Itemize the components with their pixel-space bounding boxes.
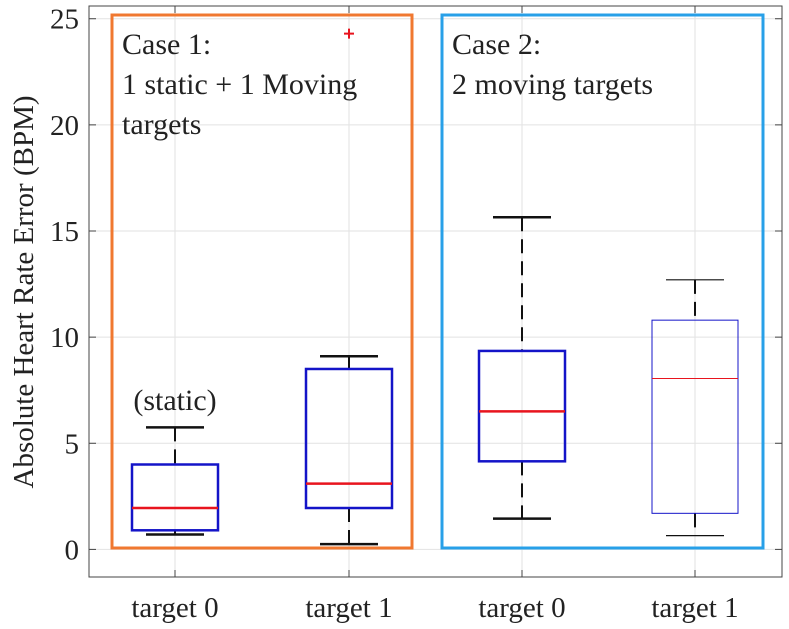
box-group [477, 215, 567, 520]
box-group [304, 28, 394, 546]
outlier-marker [344, 28, 354, 39]
x-axis-ticks: target 0 target 1 target 0 target 1 [131, 6, 739, 624]
y-tick-label: 25 [50, 4, 79, 36]
case2-title: Case 2: [452, 28, 541, 61]
x-tick-label: target 0 [131, 592, 218, 624]
axes-frame [88, 5, 783, 578]
case1-line1: 1 static + 1 Moving [122, 68, 357, 101]
box-iqr [304, 367, 394, 510]
y-axis-label: Absolute Heart Rate Error (BPM) [8, 95, 40, 488]
y-tick-label: 10 [50, 322, 79, 354]
case1-title: Case 1: [122, 28, 211, 61]
x-tick-label: target 1 [305, 592, 392, 624]
y-tick-label: 5 [65, 428, 80, 460]
case2-line1: 2 moving targets [452, 68, 653, 101]
static-label: (static) [133, 384, 216, 417]
x-tick-label: target 0 [478, 592, 565, 624]
y-tick-label: 20 [50, 110, 79, 142]
box-iqr [477, 349, 567, 463]
x-tick-label: target 1 [651, 592, 738, 624]
box-group [130, 426, 220, 536]
y-tick-label: 0 [65, 534, 80, 566]
case1-frame [110, 13, 414, 550]
case1-line2: targets [122, 108, 201, 141]
y-axis-ticks: 0 5 10 15 20 25 [50, 4, 782, 566]
box-series [130, 28, 739, 546]
case2-frame [440, 13, 765, 550]
box-group [651, 279, 739, 537]
y-tick-label: 15 [50, 216, 79, 248]
box-iqr [130, 463, 220, 532]
box-iqr [651, 319, 739, 514]
